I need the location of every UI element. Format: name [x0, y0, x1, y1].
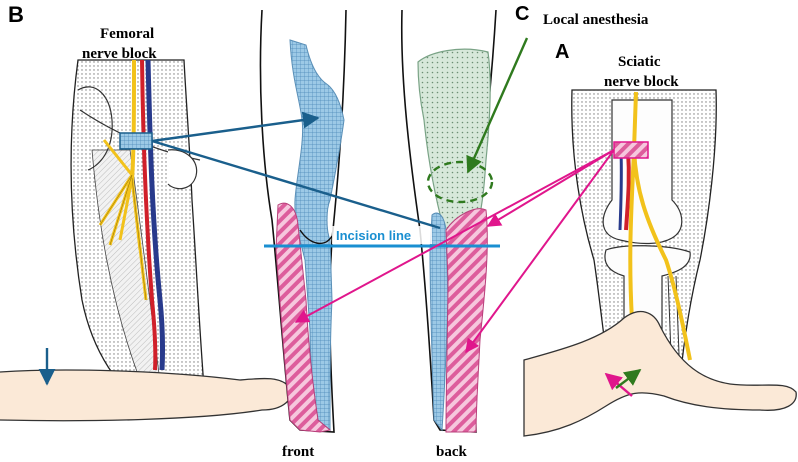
sciatic-arrow-to-back	[465, 149, 615, 354]
panel-c-local: C Local anesthesia	[466, 3, 649, 174]
back-local-anesthesia-circle	[426, 160, 494, 204]
panel-b-femoral: B Femoral nerve block	[0, 2, 292, 422]
panel-a-letter: A	[555, 41, 569, 63]
panel-a-sciatic: A Sciatic nerve block	[523, 41, 797, 437]
incision-label: Incision line	[336, 228, 411, 243]
femoral-nerve	[130, 59, 136, 181]
panel-a-title-line1: Sciatic	[618, 54, 661, 70]
front-leg-label: front	[282, 444, 314, 460]
panel-a-title-line2: nerve block	[604, 74, 679, 90]
femoral-arrow-to-front	[151, 111, 320, 143]
front-femoral-area	[289, 39, 345, 432]
front-leg-view: front	[259, 9, 347, 460]
incision-line-group: Incision line	[264, 226, 500, 248]
front-knee-sketch	[299, 229, 333, 245]
panel-b-title-line2: nerve block	[82, 46, 157, 62]
sciatic-arrow-to-front	[294, 149, 615, 323]
sciatic-patient-arrow-green	[615, 368, 642, 389]
panel-b-letter: B	[8, 2, 24, 27]
femoral-nerve-branch-outline	[99, 174, 147, 301]
panel-c-letter: C	[515, 3, 529, 25]
back-leg-view: back	[400, 9, 497, 460]
femoral-vein	[145, 59, 166, 371]
incision-label-bg	[332, 226, 432, 244]
femoral-line-to-back	[151, 139, 441, 230]
sciatic-connectors	[294, 149, 615, 354]
panel-b-title-line1: Femoral	[100, 26, 154, 42]
sciatic-patient-legs	[523, 310, 797, 437]
femoral-pelvis-curve	[77, 86, 113, 171]
back-sciatic-area	[445, 208, 488, 433]
sciatic-nerve	[628, 91, 692, 361]
local-anesthesia-arrow	[466, 37, 529, 174]
back-local-anesthesia-area	[417, 48, 491, 231]
femoral-connectors	[151, 111, 441, 230]
sciatic-block-site	[613, 141, 649, 159]
femoral-artery	[140, 59, 158, 371]
femoral-patient-leg	[0, 369, 292, 422]
sciatic-vein	[618, 149, 623, 231]
back-femoral-area	[429, 212, 449, 432]
back-leg-label: back	[436, 444, 468, 460]
sciatic-arrow-to-thigh	[486, 149, 615, 227]
femoral-hip-bone	[167, 149, 198, 190]
panel-c-title: Local anesthesia	[543, 12, 649, 28]
femoral-block-site	[119, 132, 153, 150]
sciatic-femur	[602, 99, 683, 245]
